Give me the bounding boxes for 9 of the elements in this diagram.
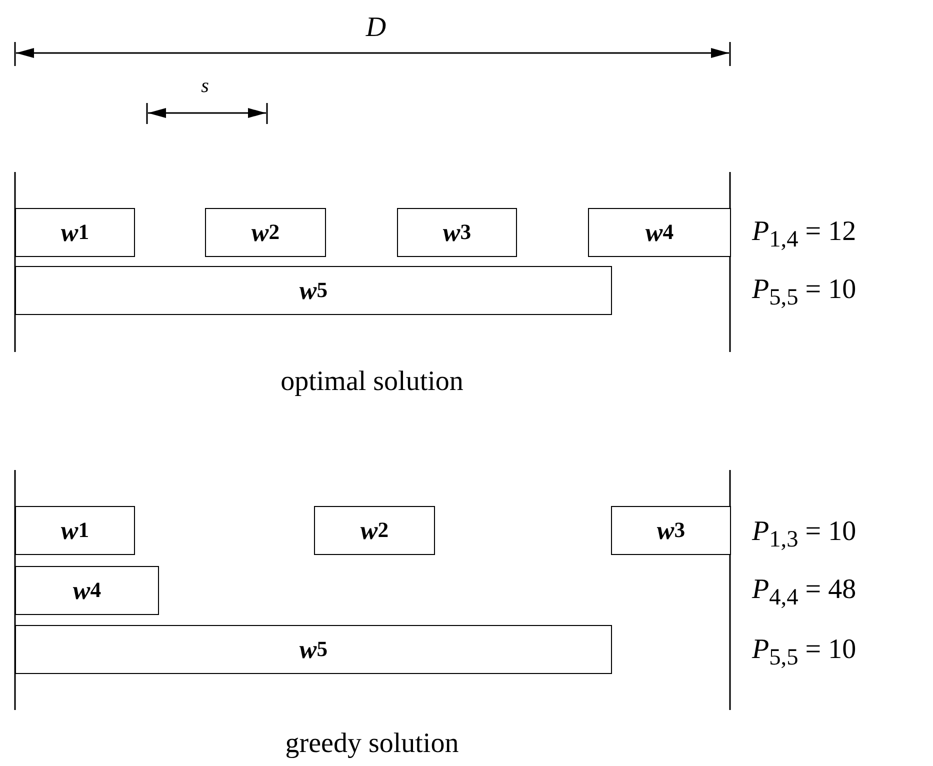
profit-value: P$_{1,3}$ = 10 xyxy=(752,518,856,552)
caption: optimal solution xyxy=(280,368,464,396)
profit-value: P$_{5,5}$ = 10 xyxy=(752,276,856,310)
caption: greedy solution xyxy=(285,730,459,758)
profit-value: P$_{4,4}$ = 48 xyxy=(752,576,856,610)
profit-value: P$_{5,5}$ = 10 xyxy=(752,636,856,670)
profit-value: P$_{1,4}$ = 12 xyxy=(752,218,856,252)
dimension-label: s xyxy=(201,76,209,96)
dimension-label: D xyxy=(366,14,386,42)
